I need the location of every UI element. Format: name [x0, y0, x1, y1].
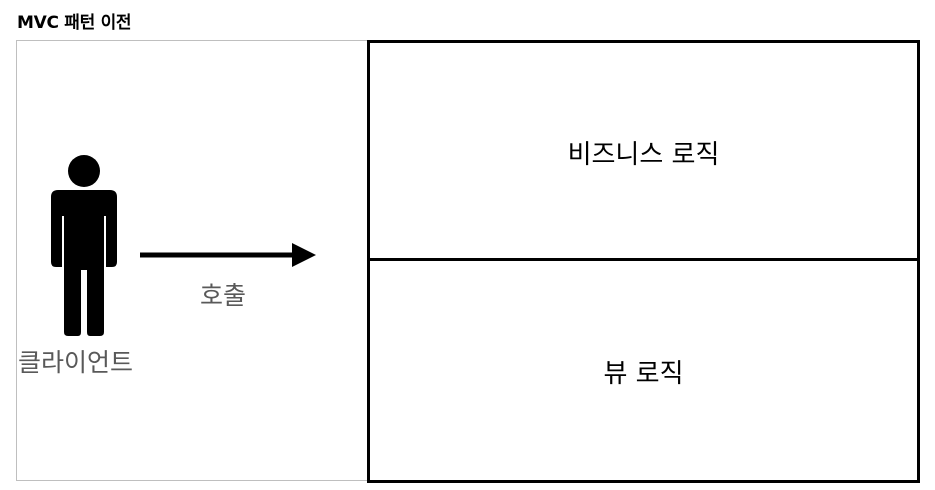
client-label: 클라이언트	[18, 348, 134, 377]
client-area-frame	[16, 40, 368, 481]
server-box	[367, 40, 920, 483]
call-arrow	[140, 243, 316, 267]
person-icon	[51, 155, 117, 336]
business-logic-label: 비즈니스 로직	[567, 140, 720, 170]
call-label: 호출	[200, 281, 247, 310]
diagram-title: MVC 패턴 이전	[17, 13, 132, 33]
logic-divider	[367, 258, 920, 261]
view-logic-label: 뷰 로직	[603, 359, 684, 389]
